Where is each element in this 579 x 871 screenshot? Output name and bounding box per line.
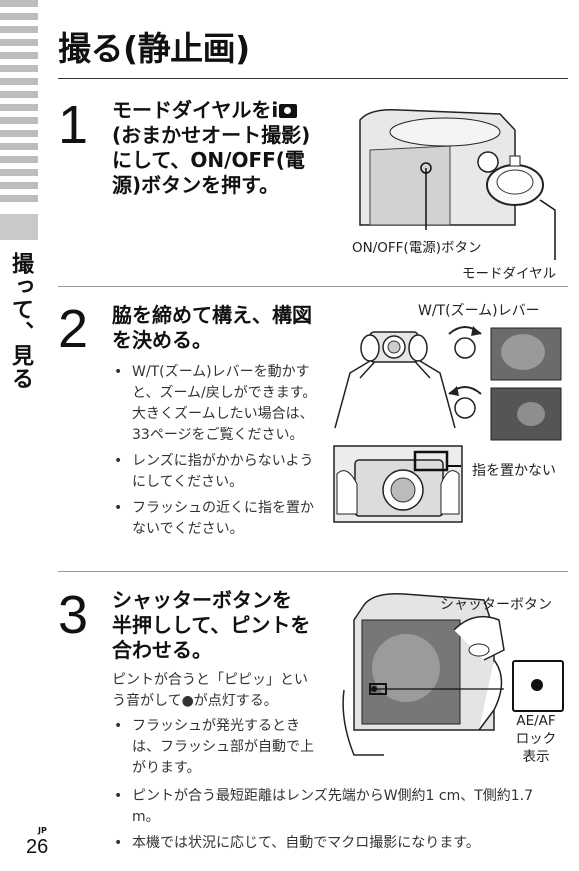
zoom-lever-label: W/T(ズーム)レバー <box>418 303 540 319</box>
step-3-heading-line-1: シャッターボタンを <box>112 588 292 612</box>
step-1-heading-line-4: 源)ボタンを押す。 <box>112 173 280 197</box>
side-stripes <box>0 0 38 240</box>
ae-af-lock-label-line-1: AE/AF <box>516 713 556 729</box>
step-2-heading-line-1: 脇を締めて構え、構図 <box>112 303 312 327</box>
mode-dial-label: モードダイヤル <box>462 266 557 282</box>
list-item: W/T(ズーム)レバーを動かすと、ズーム/戻しができます。大きくズームしたい場合… <box>112 362 317 446</box>
step-2-bullets: W/T(ズーム)レバーを動かすと、ズーム/戻しができます。大きくズームしたい場合… <box>112 362 317 545</box>
step-3-intro: ピントが合うと「ピピッ」とい う音がして●が点灯する。 <box>112 670 322 712</box>
list-item: ピントが合う最短距離はレンズ先端からW側約1 cm、T側約1.7 m。 <box>112 786 552 828</box>
shutter-button-label: シャッターボタン <box>440 597 552 613</box>
person-holding-camera-illustration <box>334 331 456 429</box>
step-3-heading-line-3: 合わせる。 <box>112 638 212 662</box>
step-1-heading-line-3: にして、ON/OFF(電 <box>112 148 305 172</box>
finger-caution-label: 指を置かない <box>472 463 556 479</box>
side-tab-label: 撮って、見る <box>8 252 33 390</box>
power-button-label: ON/OFF(電源)ボタン <box>352 240 482 256</box>
divider-2 <box>58 571 568 572</box>
step-2-number: 2 <box>58 299 89 359</box>
step-2-heading-line-2: を決める。 <box>112 328 212 352</box>
ae-af-lock-label-line-3: 表示 <box>522 749 550 765</box>
step-3-intro-line-1: ピントが合うと「ピピッ」とい <box>112 672 308 688</box>
ae-af-lock-indicator-box <box>512 660 564 712</box>
camera-icon <box>279 104 298 118</box>
step-1-number: 1 <box>58 95 89 155</box>
step-3-number: 3 <box>58 585 89 645</box>
step-1-heading: モードダイヤルをi (おまかせオート撮影) にして、ON/OFF(電 源)ボタン… <box>112 98 310 198</box>
side-block <box>0 214 38 240</box>
list-item: フラッシュが発光するときは、フラッシュ部が自動で上がります。 <box>112 716 317 779</box>
camera-back-illustration <box>342 592 505 756</box>
grip-illustration <box>333 445 463 523</box>
list-item: レンズに指がかからないようにしてください。 <box>112 451 317 493</box>
list-item: 本機では状況に応じて、自動でマクロ撮影になります。 <box>112 833 552 854</box>
step-3-bullets: フラッシュが発光するときは、フラッシュ部が自動で上がります。 <box>112 716 317 784</box>
step-3-bullets-wide: ピントが合う最短距離はレンズ先端からW側約1 cm、T側約1.7 m。 本機では… <box>112 786 552 859</box>
ae-af-lock-label-line-2: ロック <box>515 731 557 747</box>
step-3-intro-line-2: う音がして●が点灯する。 <box>112 693 278 709</box>
page-title: 撮る(静止画) <box>58 29 250 68</box>
divider-1 <box>58 286 568 287</box>
step-1-heading-line-2: (おまかせオート撮影) <box>112 123 311 147</box>
camera-top-illustration <box>359 108 556 260</box>
title-rule <box>58 78 568 79</box>
page-lang: JP <box>38 826 47 835</box>
page-number: 26 <box>26 836 49 858</box>
ae-af-lock-label: AE/AF ロック 表示 <box>508 712 564 766</box>
zoom-lever-diagram <box>448 326 562 441</box>
step-1-heading-line-1: モードダイヤルをi <box>112 98 279 122</box>
step-3-heading-line-2: 半押しして、ピントを <box>112 613 311 637</box>
step-2-heading: 脇を締めて構え、構図 を決める。 <box>112 303 312 353</box>
step-3-heading: シャッターボタンを 半押しして、ピントを 合わせる。 <box>112 588 310 663</box>
list-item: フラッシュの近くに指を置かないでください。 <box>112 498 317 540</box>
